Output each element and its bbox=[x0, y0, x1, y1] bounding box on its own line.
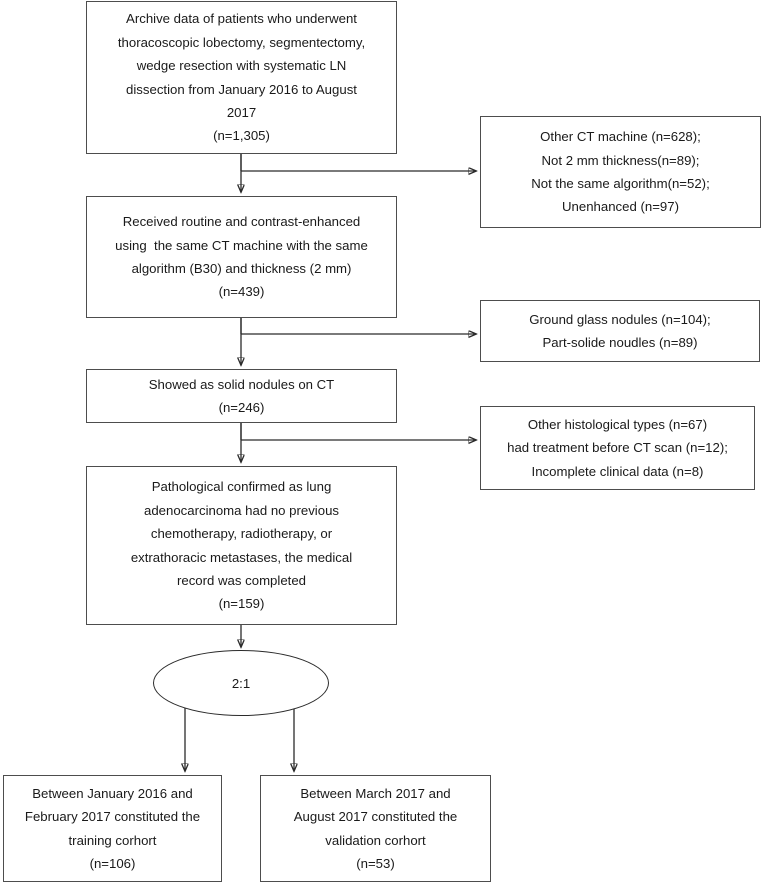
node-line: wedge resection with systematic LN bbox=[136, 58, 347, 74]
node-line: Showed as solid nodules on CT bbox=[148, 376, 335, 392]
cohort-line: August 2017 constituted the bbox=[293, 809, 458, 825]
exclusion-line: Not 2 mm thickness(n=89); bbox=[541, 152, 700, 168]
node-exclusion-ct-criteria: Other CT machine (n=628); Not 2 mm thick… bbox=[480, 116, 761, 228]
ratio-label: 2:1 bbox=[231, 675, 251, 691]
node-received-ct-protocol: Received routine and contrast-enhanced u… bbox=[86, 196, 397, 318]
cohort-line: Between March 2017 and bbox=[300, 785, 451, 801]
exclusion-line: Ground glass nodules (n=104); bbox=[529, 311, 711, 327]
node-line: Archive data of patients who underwent bbox=[126, 11, 357, 27]
node-exclusion-histology: Other histological types (n=67) had trea… bbox=[480, 406, 755, 490]
node-line: Received routine and contrast-enhanced bbox=[122, 214, 361, 230]
node-count: (n=1,305) bbox=[213, 128, 270, 144]
exclusion-line: Not the same algorithm(n=52); bbox=[531, 176, 710, 191]
node-line: chemotherapy, radiotherapy, or bbox=[150, 526, 333, 542]
exclusion-line: Incomplete clinical data (n=8) bbox=[531, 463, 704, 479]
node-count: (n=246) bbox=[218, 400, 265, 415]
node-solid-nodules: Showed as solid nodules on CT (n=246) bbox=[86, 369, 397, 423]
node-line: extrathoracic metastases, the medical bbox=[130, 549, 353, 565]
node-pathological-confirmed: Pathological confirmed as lung adenocarc… bbox=[86, 466, 397, 625]
cohort-line: February 2017 constituted the bbox=[24, 809, 201, 825]
node-line: dissection from January 2016 to August bbox=[126, 81, 357, 97]
cohort-line: Between January 2016 and bbox=[32, 785, 193, 801]
node-line: adenocarcinoma had no previous bbox=[143, 502, 339, 518]
node-line: using the same CT machine with the same bbox=[115, 237, 368, 253]
cohort-line: validation corhort bbox=[325, 832, 426, 848]
node-line: 2017 bbox=[226, 104, 257, 120]
node-line: thoracoscopic lobectomy, segmentectomy, bbox=[117, 34, 366, 50]
cohort-count: (n=106) bbox=[89, 855, 136, 871]
exclusion-line: had treatment before CT scan (n=12); bbox=[507, 440, 728, 456]
node-count: (n=159) bbox=[218, 596, 265, 612]
node-training-cohort: Between January 2016 and February 2017 c… bbox=[3, 775, 222, 882]
exclusion-line: Other CT machine (n=628); bbox=[540, 129, 701, 145]
cohort-line: training corhort bbox=[68, 832, 157, 848]
node-exclusion-nodule-type: Ground glass nodules (n=104); Part-solid… bbox=[480, 300, 760, 362]
node-line: Pathological confirmed as lung bbox=[151, 479, 332, 495]
exclusion-line: Unenhanced (n=97) bbox=[562, 199, 679, 215]
node-line: algorithm (B30) and thickness (2 mm) bbox=[131, 261, 352, 276]
node-validation-cohort: Between March 2017 and August 2017 const… bbox=[260, 775, 491, 882]
node-split-ratio: 2:1 bbox=[153, 650, 329, 716]
node-archive-data: Archive data of patients who underwent t… bbox=[86, 1, 397, 154]
node-count: (n=439) bbox=[218, 284, 265, 300]
node-line: record was completed bbox=[176, 572, 306, 588]
exclusion-line: Part-solide noudles (n=89) bbox=[542, 335, 698, 350]
cohort-count: (n=53) bbox=[356, 855, 395, 871]
exclusion-line: Other histological types (n=67) bbox=[527, 416, 708, 432]
